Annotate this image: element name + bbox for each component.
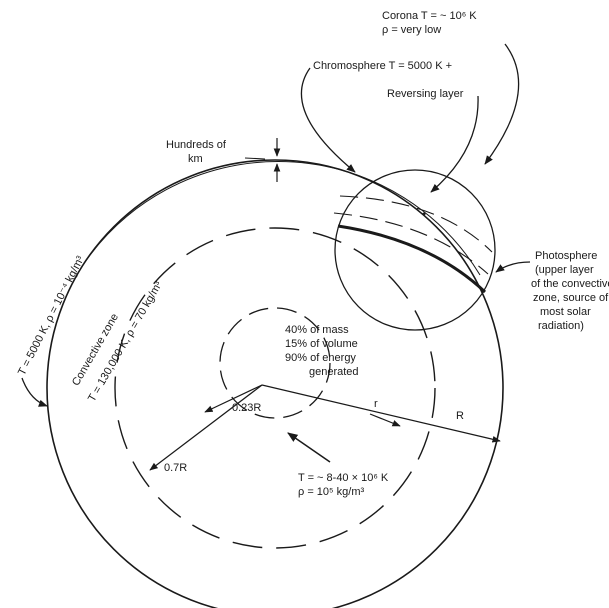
chromosphere-layer-arc: [84, 160, 481, 276]
core-temperature-label: T = ~ 8-40 × 10⁶ K: [298, 472, 389, 484]
r-arrow: [369, 413, 401, 427]
sun-outer-circle: [46, 159, 504, 608]
core-volume-label: 15% of volume: [285, 338, 358, 350]
convective-radius-line: [149, 384, 263, 471]
reversing-layer-pointer: [430, 95, 479, 193]
R-label: R: [456, 410, 464, 422]
km-pointer: [244, 157, 266, 160]
core-radius-line: [204, 384, 263, 413]
inset-dot: [422, 212, 426, 216]
photosphere-label-3: of the convective: [531, 278, 609, 290]
core-mass-label: 40% of mass: [285, 324, 349, 336]
hundreds-km-label: Hundreds of: [166, 139, 226, 151]
photosphere-pointer: [495, 261, 531, 273]
core-generated-label: generated: [309, 366, 359, 378]
photosphere-label-4: zone, source of: [533, 292, 609, 304]
core-density-label: ρ = 10⁵ kg/m³: [298, 486, 365, 498]
sun-radius-line: [261, 384, 501, 443]
photosphere-label-1: Photosphere: [535, 250, 598, 262]
chromosphere-label: Chromosphere T = 5000 K +: [313, 60, 453, 72]
chromosphere-dashed-arc: [339, 195, 493, 253]
reversing-layer-label: Reversing layer: [387, 88, 464, 100]
photosphere-arc: [337, 224, 487, 294]
r-label: r: [374, 398, 378, 410]
photosphere-label-2: (upper layer: [535, 264, 594, 276]
surface-pointer: [21, 377, 48, 407]
photosphere-label-5: most solar: [540, 306, 591, 318]
magnified-inset-circle: [334, 169, 496, 331]
core-radius-label: 0.23R: [232, 402, 262, 414]
corona-label: Corona T = ~ 10⁶ K: [382, 10, 477, 22]
corona-pointer: [484, 43, 520, 165]
convective-zone-circle: [114, 227, 436, 549]
corona-density-label: ρ = very low: [382, 24, 442, 36]
convective-radius-label: 0.7R: [164, 462, 188, 474]
core-energy-label: 90% of energy: [285, 352, 356, 364]
chromosphere-pointer: [300, 67, 356, 173]
core-circle: [219, 307, 331, 419]
km-label: km: [188, 153, 203, 165]
reversing-layer-arc: [333, 212, 489, 275]
photosphere-label-6: radiation): [538, 320, 584, 332]
core-temp-arrow: [287, 432, 331, 463]
